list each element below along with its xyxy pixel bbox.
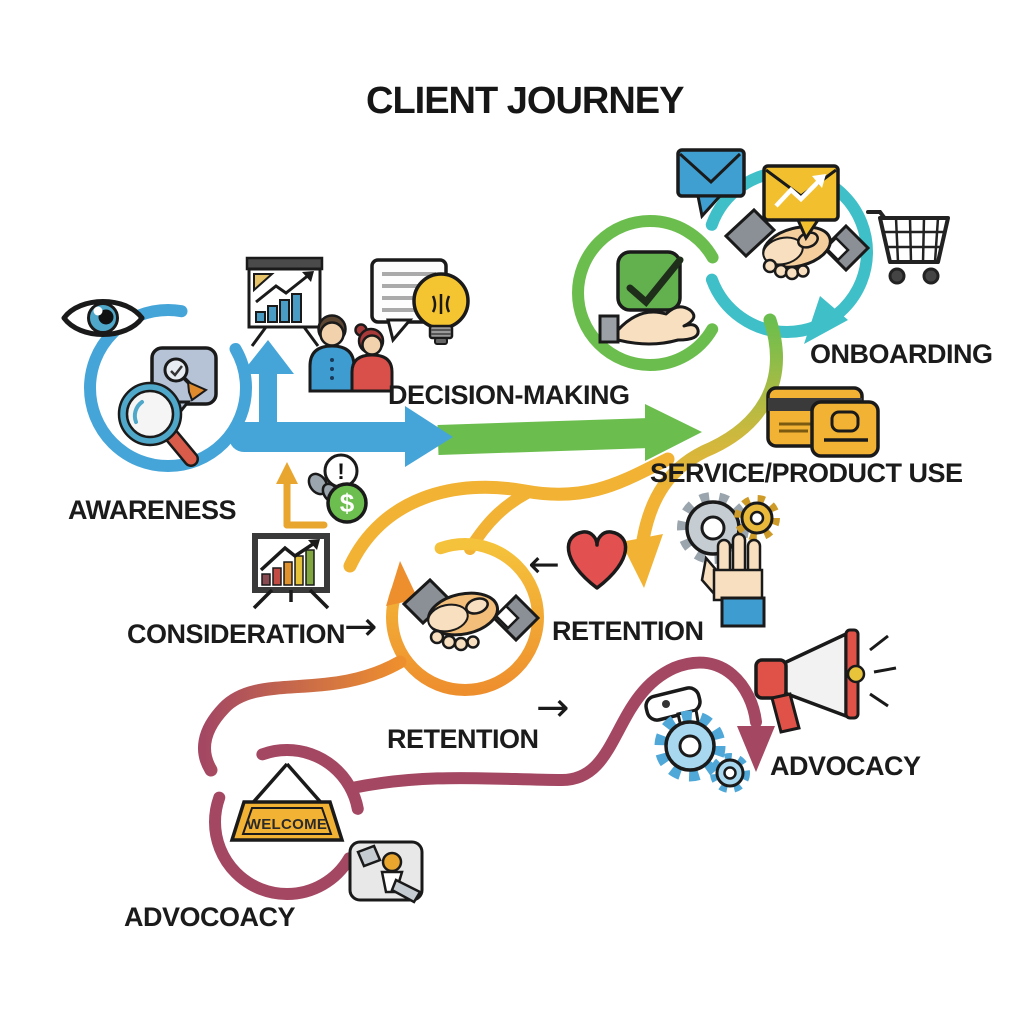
service-descent-arrowhead [621, 534, 663, 588]
advocacy-ring-path [209, 744, 365, 900]
stage-label-retention-mid: RETENTION [552, 616, 704, 646]
dollar-glyph: $ [340, 488, 355, 518]
presentation-chart-icon [245, 256, 324, 347]
megaphone-icon [754, 628, 897, 734]
arrow-right-icon: → [536, 685, 570, 731]
mail-bubble-icon [676, 148, 746, 220]
retention-ring-up-arrowhead [386, 561, 418, 606]
stage-label-awareness: AWARENESS [68, 495, 237, 525]
arrow-right-icon: → [344, 604, 378, 650]
mail-chart-icon [762, 164, 840, 242]
stage-label-retention-lower: RETENTION [387, 724, 539, 754]
gears-hand-icon [677, 492, 780, 628]
magnifier-icon [117, 381, 199, 467]
page-title: CLIENT JOURNEY [366, 80, 684, 122]
bar-chart-board-icon [252, 533, 330, 610]
handshake-circle-icon [401, 577, 541, 652]
awareness-forward-arrow [229, 340, 453, 467]
awareness-up-arrow [241, 340, 294, 430]
credit-cards-icon [766, 386, 880, 458]
stage-label-advocacy: ADVOCACY [770, 751, 921, 781]
stage-label-decision-making: DECISION-MAKING [388, 380, 630, 410]
arrow-left-icon: ← [528, 542, 560, 586]
service-descent-path [621, 313, 783, 588]
advocacy-arrowhead [737, 726, 775, 772]
heart-icon [566, 530, 628, 590]
people-icon [308, 314, 394, 393]
eye-icon [61, 299, 145, 337]
handshake-icon [723, 207, 871, 281]
idea-bubble-icon [370, 258, 470, 345]
decision-band-path [437, 404, 702, 461]
advocacy-exit-path [346, 656, 775, 794]
stage-label-consideration: CONSIDERATION [127, 619, 346, 649]
decision-ring-path [572, 215, 728, 371]
exclamation-glyph: ! [337, 459, 344, 484]
check-hand-icon [598, 250, 700, 346]
welcome-sign-text: WELCOME [246, 816, 328, 833]
stage-label-advocoacy: ADVOCOACY [124, 902, 296, 932]
onboarding-ring-arrowhead [804, 296, 848, 344]
awareness-ring-path [84, 304, 252, 472]
cart-icon [866, 210, 950, 285]
stage-label-service-product-use: SERVICE/PRODUCT USE [650, 458, 963, 488]
stage-label-onboarding: ONBOARDING [810, 339, 993, 369]
person-badge-icon [348, 840, 424, 904]
money-analysis-icon: ! $ [276, 453, 368, 529]
consideration-band-path [198, 655, 407, 777]
gears-wrench-icon [644, 686, 750, 793]
welcome-sign-icon [229, 762, 345, 842]
